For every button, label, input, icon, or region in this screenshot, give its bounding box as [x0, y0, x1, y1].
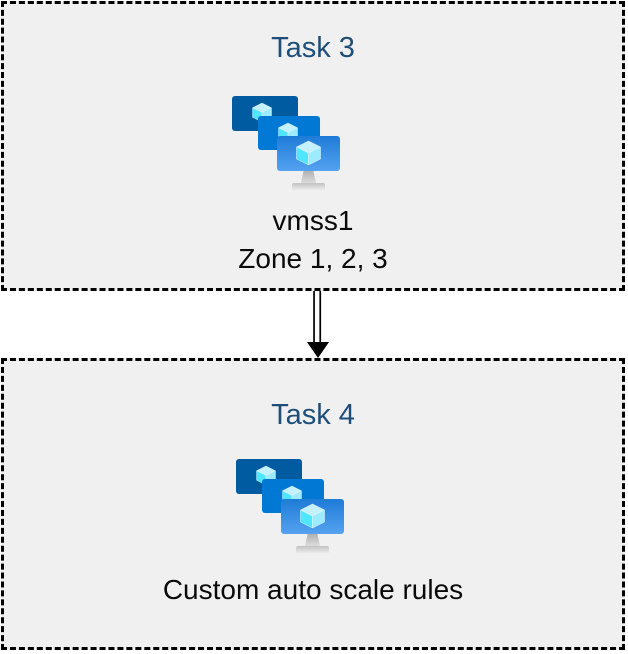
vm-scale-set-icon	[232, 96, 341, 192]
task3-title: Task 3	[271, 32, 355, 64]
task4-title: Task 4	[271, 399, 355, 431]
zones-label: Zone 1, 2, 3	[238, 243, 388, 274]
vm-scale-set-icon	[236, 459, 345, 555]
task3-box: Task 3 vmss1 Zone 1, 2, 3	[1, 1, 625, 291]
vmss-name-label: vmss1	[272, 205, 354, 236]
autoscale-rules-label: Custom auto scale rules	[162, 574, 464, 605]
down-arrow-icon	[307, 291, 329, 358]
task4-box: Task 4 Custom auto scale rules	[1, 358, 625, 650]
